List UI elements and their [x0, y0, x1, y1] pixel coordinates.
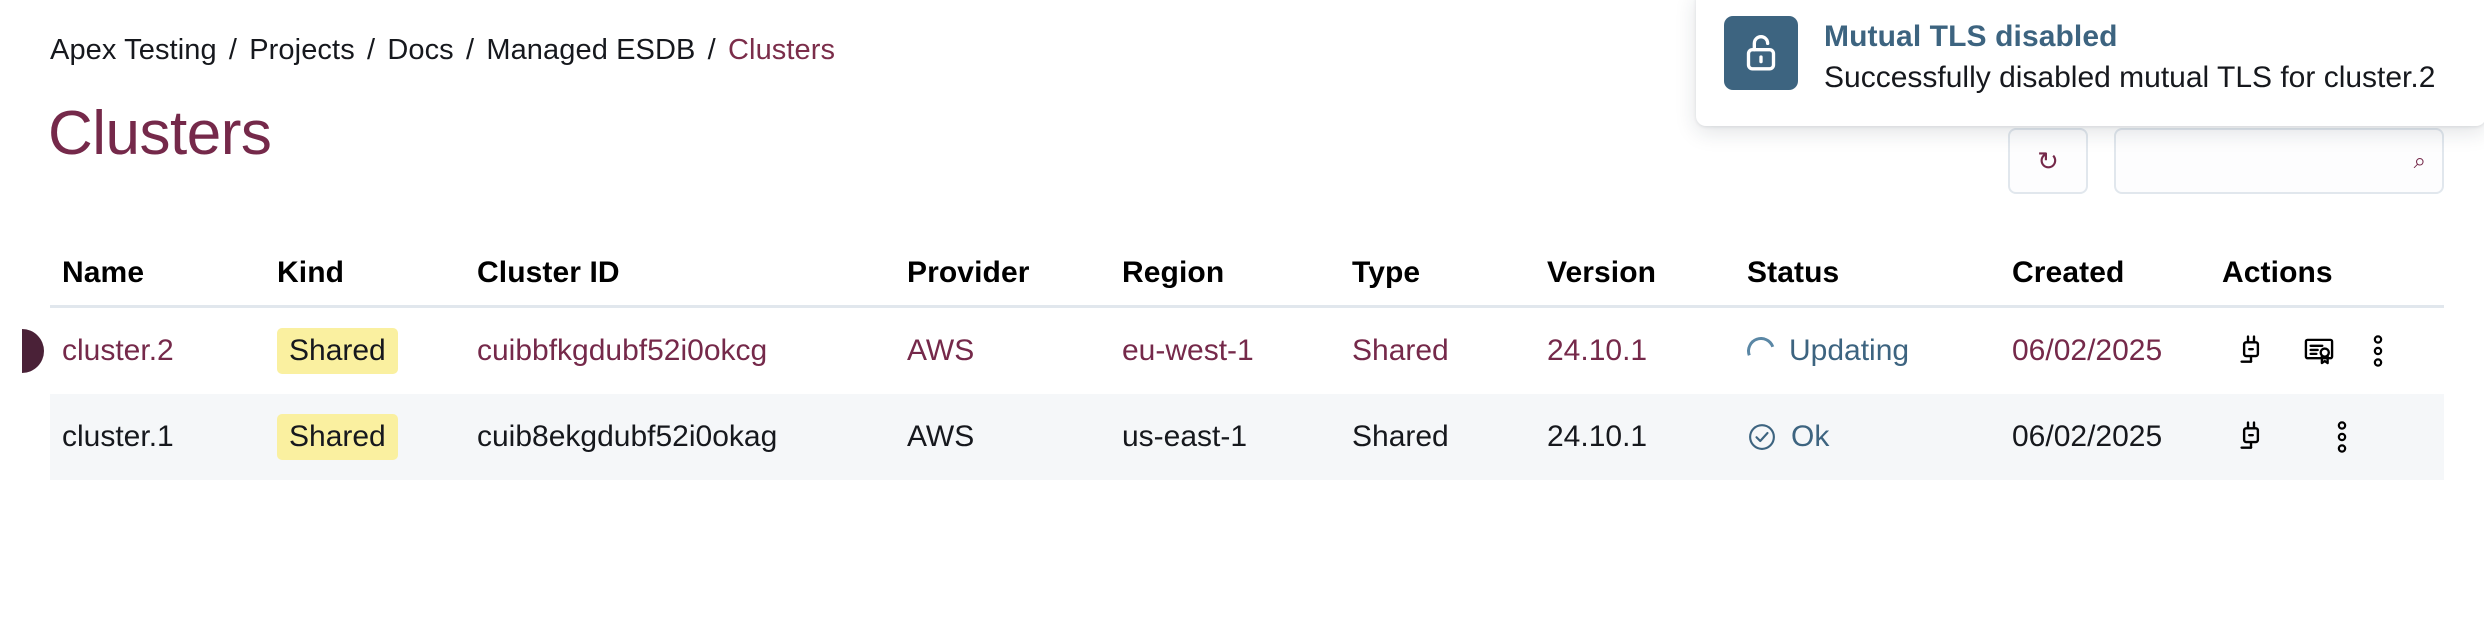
- breadcrumb: Apex Testing / Projects / Docs / Managed…: [50, 33, 835, 67]
- cell-region: eu-west-1: [1122, 334, 1254, 367]
- cell-status: Ok: [1735, 420, 2000, 454]
- table-toolbar: ↻ ⌕: [2008, 128, 2444, 194]
- breadcrumb-item-managed-esdb[interactable]: Managed ESDB: [486, 34, 696, 66]
- kind-badge: Shared: [277, 414, 398, 460]
- column-header-cluster-id[interactable]: Cluster ID: [477, 255, 620, 289]
- refresh-button[interactable]: ↻: [2008, 128, 2088, 194]
- more-vertical-icon[interactable]: [2336, 420, 2348, 454]
- breadcrumb-separator: /: [228, 34, 238, 66]
- toast-notification[interactable]: Mutual TLS disabled Successfully disable…: [1696, 0, 2484, 126]
- check-circle-icon: [1749, 424, 1775, 450]
- cell-cluster-id[interactable]: cuib8ekgdubf52i0okag: [477, 420, 778, 453]
- search-icon: ⌕: [2413, 148, 2426, 173]
- breadcrumb-item-apex-testing[interactable]: Apex Testing: [50, 34, 217, 66]
- cell-type: Shared: [1352, 334, 1449, 367]
- unlock-icon: [1724, 16, 1798, 90]
- row-active-indicator: [22, 329, 44, 373]
- cell-status: Updating: [1735, 332, 2000, 370]
- cell-provider: AWS: [907, 420, 975, 453]
- breadcrumb-item-clusters[interactable]: Clusters: [727, 34, 836, 66]
- status-badge: Ok: [1791, 420, 1830, 453]
- cell-kind: Shared: [265, 414, 465, 460]
- breadcrumb-separator: /: [465, 34, 475, 66]
- column-header-region[interactable]: Region: [1122, 255, 1225, 289]
- status-badge: Updating: [1789, 334, 1910, 367]
- certificate-icon[interactable]: [2302, 335, 2336, 367]
- cell-name[interactable]: cluster.1: [62, 420, 174, 453]
- more-vertical-icon[interactable]: [2372, 334, 2384, 368]
- page-title: Clusters: [48, 99, 272, 168]
- spinner-icon: [1742, 332, 1780, 370]
- column-header-kind[interactable]: Kind: [277, 255, 345, 289]
- toast-title: Mutual TLS disabled: [1824, 20, 2118, 53]
- column-header-actions: Actions: [2222, 255, 2333, 289]
- breadcrumb-item-docs[interactable]: Docs: [387, 34, 454, 66]
- column-header-provider[interactable]: Provider: [907, 255, 1030, 289]
- cell-actions: [2210, 420, 2444, 454]
- table-header-row: Name Kind Cluster ID Provider Region Typ…: [50, 240, 2444, 308]
- refresh-icon: ↻: [2037, 146, 2059, 176]
- column-header-name[interactable]: Name: [62, 255, 145, 289]
- cell-version: 24.10.1: [1547, 334, 1648, 367]
- kind-badge: Shared: [277, 328, 398, 374]
- column-header-status[interactable]: Status: [1747, 255, 1840, 289]
- cell-name[interactable]: cluster.2: [62, 334, 174, 367]
- breadcrumb-separator: /: [366, 34, 376, 66]
- breadcrumb-item-projects[interactable]: Projects: [249, 34, 355, 66]
- table-row[interactable]: cluster.1 Shared cuib8ekgdubf52i0okag AW…: [50, 394, 2444, 480]
- cell-created: 06/02/2025: [2012, 420, 2163, 453]
- cell-actions: [2210, 334, 2444, 368]
- toast-body: Mutual TLS disabled Successfully disable…: [1824, 16, 2435, 98]
- clusters-table: Name Kind Cluster ID Provider Region Typ…: [22, 240, 2444, 480]
- column-header-created[interactable]: Created: [2012, 255, 2125, 289]
- cell-created: 06/02/2025: [2012, 334, 2163, 367]
- cell-cluster-id[interactable]: cuibbfkgdubf52i0okcg: [477, 334, 768, 367]
- cell-kind: Shared: [265, 328, 465, 374]
- breadcrumb-separator: /: [707, 34, 716, 66]
- plug-icon[interactable]: [2236, 420, 2266, 454]
- column-header-type[interactable]: Type: [1352, 255, 1421, 289]
- search-input[interactable]: ⌕: [2114, 128, 2444, 194]
- plug-icon[interactable]: [2236, 334, 2266, 368]
- cell-provider: AWS: [907, 334, 975, 367]
- toast-message: Successfully disabled mutual TLS for clu…: [1824, 61, 2436, 94]
- cell-region: us-east-1: [1122, 420, 1248, 453]
- cell-type: Shared: [1352, 420, 1449, 453]
- column-header-version[interactable]: Version: [1547, 255, 1657, 289]
- cell-version: 24.10.1: [1547, 420, 1648, 453]
- table-row[interactable]: cluster.2 Shared cuibbfkgdubf52i0okcg AW…: [22, 308, 2444, 394]
